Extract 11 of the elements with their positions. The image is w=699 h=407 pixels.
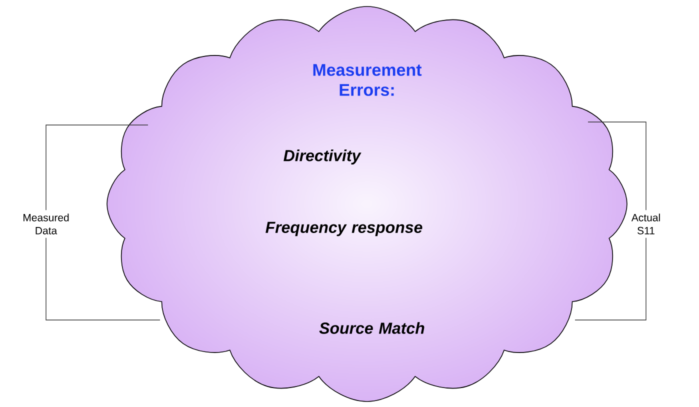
connector-line <box>46 124 148 210</box>
error-label: Source Match <box>319 322 424 334</box>
cloud-shape <box>106 6 628 402</box>
connector-line <box>588 122 646 210</box>
error-label: Frequency response <box>266 222 422 236</box>
side-label: Measured Data <box>24 214 69 234</box>
side-label: Actual S11 <box>631 214 660 234</box>
cloud-heading: Measurement Errors: <box>313 64 422 96</box>
error-label: Directivity <box>284 150 362 164</box>
connector-line <box>46 238 160 320</box>
connector-line <box>574 238 646 320</box>
